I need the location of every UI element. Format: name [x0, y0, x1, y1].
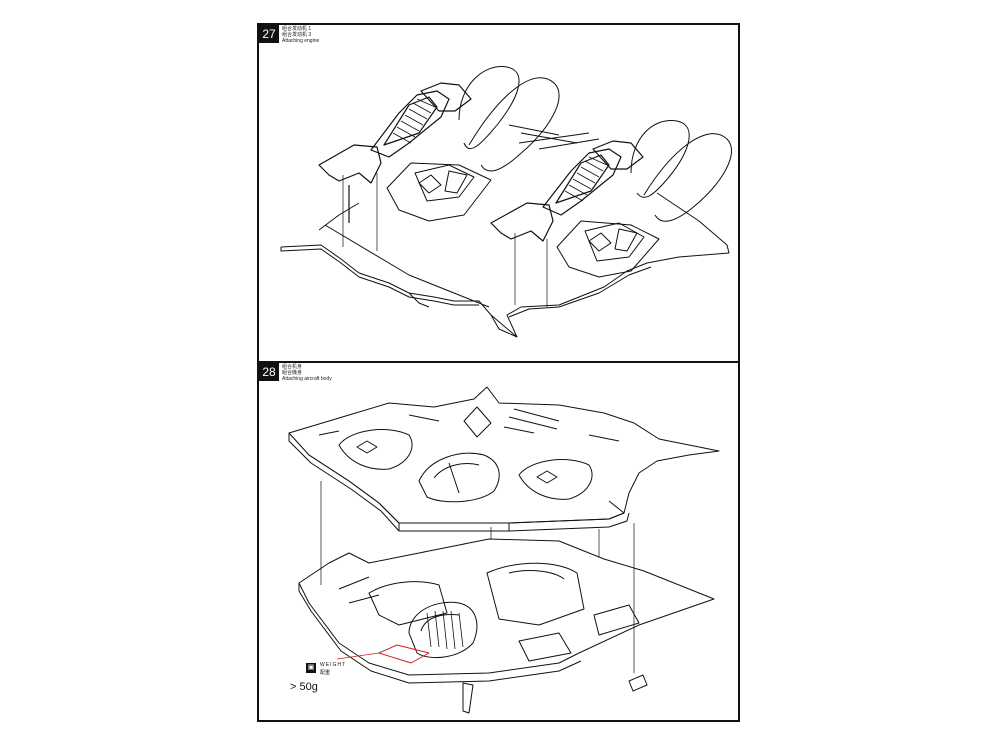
intake-right — [518, 120, 733, 222]
engine-bay-left — [386, 162, 492, 222]
caption-cn-2: 组合发动机 3 — [282, 32, 312, 38]
step-caption: 组合发动机 1 组合发动机 3 Attaching engine — [282, 26, 319, 44]
caption-cn-2: 組合機身 — [282, 370, 303, 376]
step-number: 27 — [259, 25, 279, 43]
engine-assembly-illustration — [280, 66, 733, 338]
step-number: 28 — [259, 363, 279, 381]
weight-label: WEIGHT — [320, 662, 346, 668]
caption-en: Attaching engine — [282, 38, 320, 44]
body-assembly-illustration — [288, 386, 720, 714]
guide-lines — [342, 173, 548, 307]
caption-cn-1: 组合机身 — [282, 364, 303, 370]
upper-body — [288, 386, 720, 532]
step-28-panel: 28 组合机身 組合機身 Attaching aircraft body — [257, 361, 740, 722]
weight-label-cn: 配重 — [320, 670, 331, 676]
engine-bay-right — [556, 220, 660, 278]
engine-right — [490, 140, 644, 242]
weight-icon: ▣ — [306, 663, 316, 673]
guide-lines — [320, 481, 635, 673]
intake-left — [458, 66, 578, 172]
weight-location — [378, 644, 430, 664]
hull-frame — [280, 192, 730, 338]
caption-en: Attaching aircraft body — [282, 376, 332, 382]
step-27-panel: 27 组合发动机 1 组合发动机 3 Attaching engine — [257, 23, 740, 366]
caption-cn-1: 组合发动机 1 — [282, 26, 312, 32]
lower-body — [298, 538, 715, 714]
weight-value: > 50g — [290, 681, 318, 693]
engine-left — [318, 82, 472, 223]
step-caption: 组合机身 組合機身 Attaching aircraft body — [282, 364, 332, 382]
